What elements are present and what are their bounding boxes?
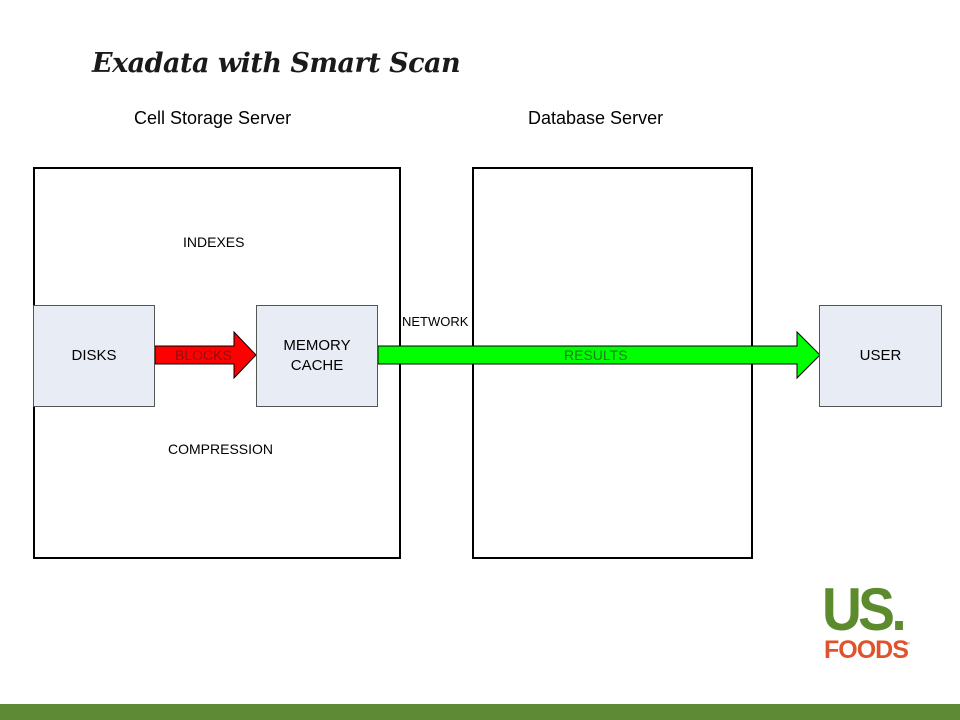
database-server-label: Database Server	[528, 108, 664, 128]
slide-title: Exadata with Smart Scan	[92, 48, 461, 79]
disks-label: DISKS	[71, 346, 117, 364]
cell-storage-server-label: Cell Storage Server	[134, 108, 292, 128]
footer-bar	[0, 704, 960, 720]
user-label: USER	[859, 346, 902, 364]
user-box: USER	[819, 305, 942, 407]
indexes-label: INDEXES	[183, 234, 245, 250]
logo-us-text: US.	[822, 576, 907, 643]
us-foods-logo: US. FOODS ™	[822, 580, 918, 670]
memory-cache-label-line2: CACHE	[290, 357, 344, 374]
blocks-arrow	[154, 330, 257, 380]
network-label: NETWORK	[402, 314, 469, 329]
results-arrow	[377, 330, 821, 380]
results-label: RESULTS	[564, 347, 628, 363]
memory-cache-label-line1: MEMORY	[283, 336, 351, 354]
disks-box: DISKS	[33, 305, 155, 407]
blocks-label: BLOCKS	[175, 347, 232, 363]
memory-cache-box: MEMORY CACHE	[256, 305, 378, 407]
logo-trademark: ™	[904, 642, 910, 648]
logo-foods-text: FOODS	[824, 636, 909, 664]
compression-label: COMPRESSION	[168, 441, 274, 457]
